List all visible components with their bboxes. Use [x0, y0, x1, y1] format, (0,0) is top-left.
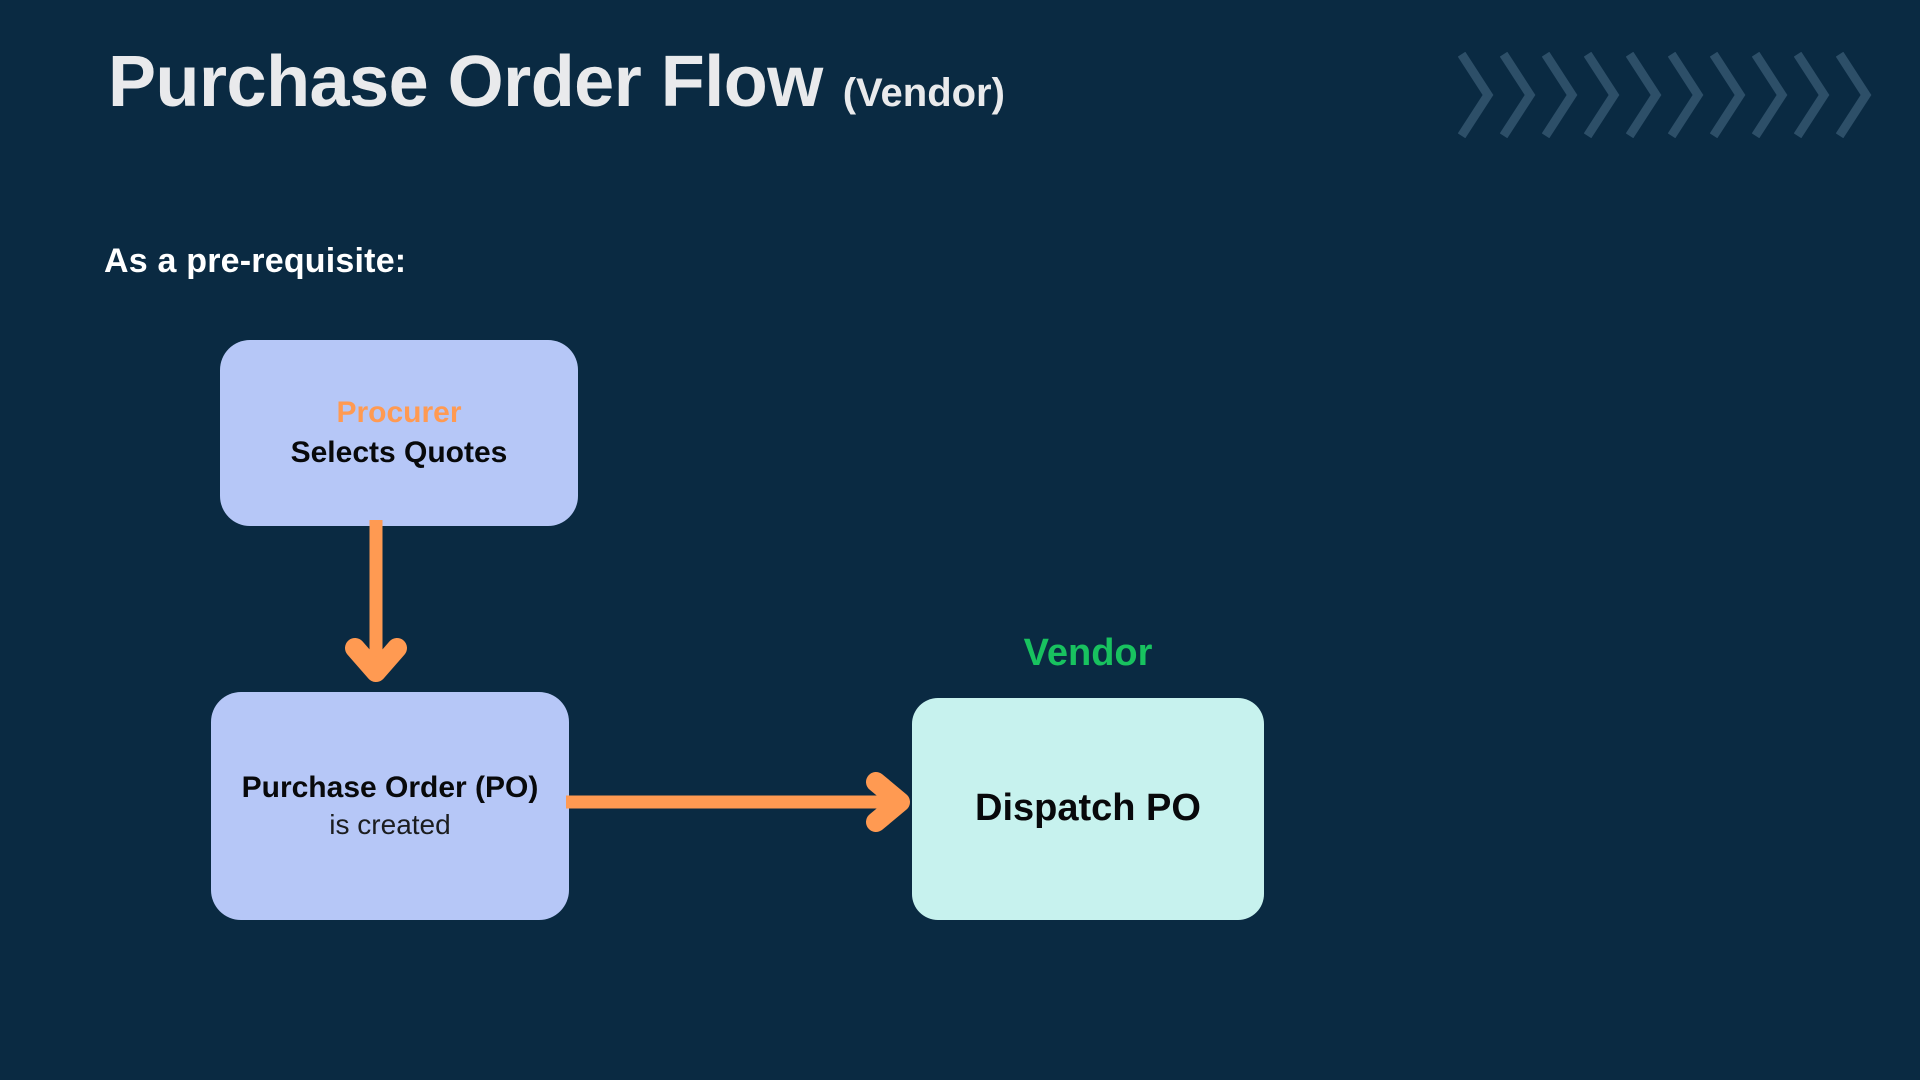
chevron-right-icon: [1458, 52, 1494, 138]
node-subtitle-is-created: is created: [329, 809, 451, 841]
chevron-right-icon: [1500, 52, 1536, 138]
prerequisite-label: As a pre-requisite:: [104, 242, 407, 280]
chevron-right-icon: [1836, 52, 1872, 138]
chevron-right-icon: [1710, 52, 1746, 138]
node-role-vendor: Vendor: [1023, 632, 1153, 674]
chevron-right-icon: [1752, 52, 1788, 138]
chevron-right-icon: [1584, 52, 1620, 138]
chevron-right-icon: [1542, 52, 1578, 138]
node-purchase-order[interactable]: Purchase Order (PO) is created: [211, 692, 569, 920]
node-dispatch-po[interactable]: Dispatch PO: [912, 698, 1264, 920]
chevron-decoration: [1458, 52, 1878, 138]
chevron-right-icon: [1626, 52, 1662, 138]
node-role-procurer: Procurer: [336, 395, 462, 429]
node-title-selects-quotes: Selects Quotes: [290, 436, 508, 470]
node-title-dispatch-po: Dispatch PO: [975, 787, 1201, 830]
page-subtitle: (Vendor): [842, 71, 1005, 115]
arrow-po-to-dispatch: [566, 772, 910, 832]
page-header: Purchase Order Flow (Vendor): [108, 46, 1005, 118]
page-title: Purchase Order Flow: [108, 42, 823, 122]
node-procurer[interactable]: Procurer Selects Quotes: [220, 340, 578, 526]
arrow-procurer-to-po: [345, 520, 407, 682]
chevron-right-icon: [1794, 52, 1830, 138]
chevron-right-icon: [1668, 52, 1704, 138]
node-title-purchase-order: Purchase Order (PO): [241, 771, 539, 805]
